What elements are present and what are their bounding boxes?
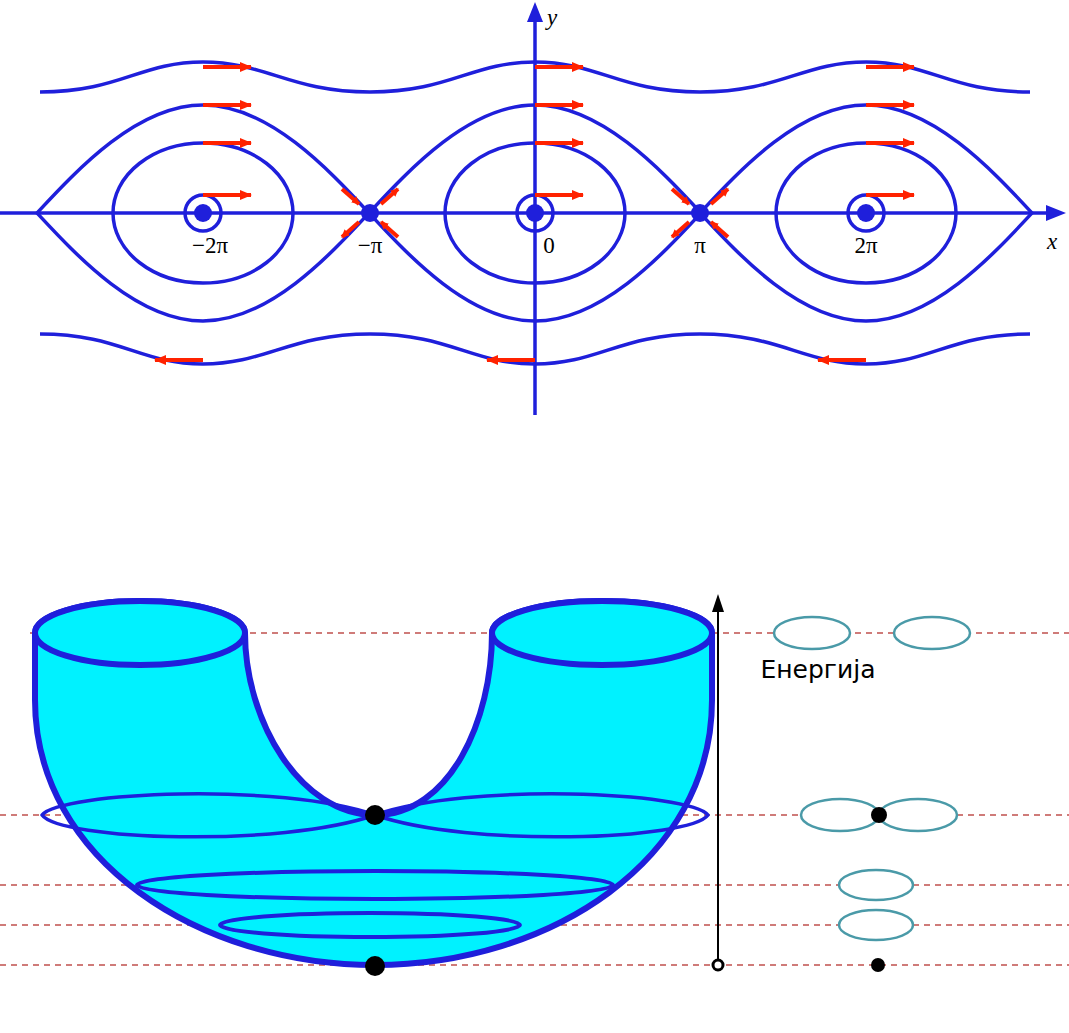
flow-arrow <box>866 65 914 69</box>
level-set <box>839 910 913 940</box>
level-line <box>0 964 1069 966</box>
level-curve <box>42 794 708 837</box>
flow-arrow <box>203 65 251 69</box>
flow-arrow <box>342 189 359 204</box>
orbit <box>113 143 293 283</box>
tube-opening <box>35 601 245 665</box>
axis-line <box>717 610 719 965</box>
center-point <box>526 204 544 222</box>
flow-arrow <box>203 103 251 107</box>
minimum-point <box>365 956 385 976</box>
separatrix <box>700 105 1032 321</box>
flow-arrow <box>381 189 398 204</box>
axis-label: x <box>1045 229 1059 254</box>
level-curve <box>137 871 613 899</box>
tick-label: −π <box>356 233 385 258</box>
flow-arrow <box>155 358 203 362</box>
saddle-point <box>361 204 379 222</box>
flow-arrow <box>203 193 251 197</box>
axis-arrowhead <box>712 594 724 612</box>
flow-arrow <box>866 103 914 107</box>
tick-label: −2π <box>190 233 230 258</box>
rotation-orbit <box>40 334 1030 364</box>
level-set-point <box>871 807 887 823</box>
tube-opening <box>492 601 712 665</box>
oscillation-cell <box>700 105 1032 321</box>
rotation-orbit <box>40 62 1030 92</box>
orbit <box>848 195 884 231</box>
level-set <box>879 799 957 831</box>
flow-arrow <box>711 222 728 237</box>
surface-body <box>35 601 712 965</box>
flow-arrows <box>155 67 914 360</box>
phase-portrait <box>0 2 1066 415</box>
separatrix <box>37 105 369 321</box>
level-set <box>894 617 970 649</box>
flow-arrow <box>535 103 583 107</box>
level-set-point <box>871 958 885 972</box>
energy-surface <box>35 601 712 976</box>
oscillation-cell <box>37 105 369 321</box>
axis-label: y <box>545 5 559 30</box>
orbit <box>445 143 625 283</box>
tick-label: 2π <box>852 233 879 258</box>
level-set <box>774 617 850 649</box>
flow-arrow <box>711 189 728 204</box>
flow-arrow <box>818 358 866 362</box>
saddle-point <box>691 204 709 222</box>
orbit <box>517 195 553 231</box>
orbit <box>185 195 221 231</box>
flow-arrow <box>487 358 535 362</box>
oscillation-cell <box>369 105 701 321</box>
axis-arrowhead <box>1046 205 1066 221</box>
flow-arrow <box>866 193 914 197</box>
center-point <box>857 204 875 222</box>
flow-arrow <box>672 189 689 204</box>
flow-arrow <box>535 65 583 69</box>
axis-origin <box>713 960 723 970</box>
energy-axis <box>712 594 724 970</box>
axis-title: Енергија <box>758 656 877 684</box>
flow-arrow <box>866 141 914 145</box>
separatrix <box>369 105 701 321</box>
level-set <box>839 870 913 900</box>
flow-arrow <box>672 222 689 237</box>
flow-arrow <box>203 141 251 145</box>
axis-arrowhead <box>527 2 543 22</box>
flow-arrow <box>535 141 583 145</box>
level-curve <box>220 913 520 937</box>
flow-arrow <box>535 193 583 197</box>
orbit <box>776 143 956 283</box>
center-point <box>194 204 212 222</box>
saddle-point <box>365 805 385 825</box>
tick-label: π <box>692 233 708 258</box>
level-set <box>801 799 879 831</box>
tick-label: 0 <box>541 233 557 258</box>
